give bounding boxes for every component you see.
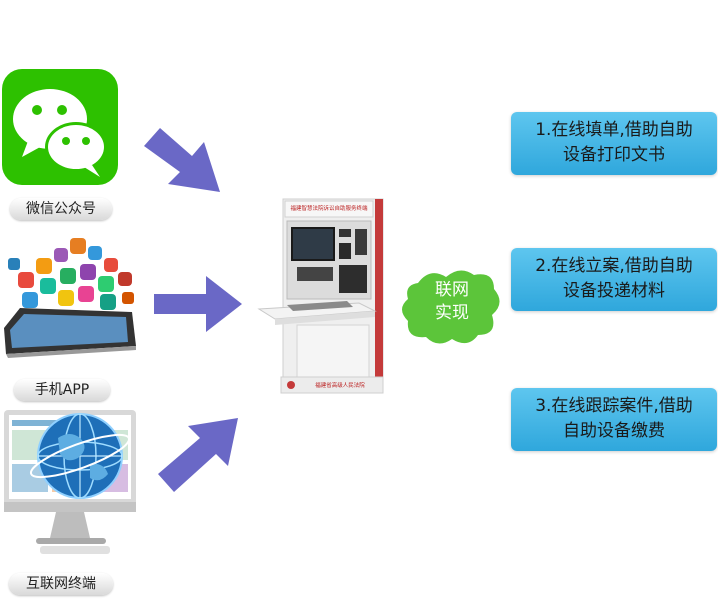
computer-globe-icon (0, 408, 145, 558)
kiosk-header-text: 福建智慧法院诉讼自助服务终端 (290, 206, 368, 212)
result-box-1: 1.在线填单,借助自助 设备打印文书 (511, 112, 717, 175)
result-1-line1: 1.在线填单,借助自助 (535, 120, 693, 140)
network-connector-blob: 联网 实现 (398, 265, 506, 350)
result-3-line2: 自助设备缴费 (563, 421, 665, 441)
mobile-app-label: 手机APP (14, 379, 110, 401)
connector-label-line1: 联网 (435, 280, 469, 300)
tablet-app-icon (0, 228, 140, 368)
arrow-from-terminal (158, 418, 238, 492)
internet-terminal-label: 互联网终端 (9, 573, 113, 595)
connector-label-line2: 实现 (435, 303, 469, 323)
wechat-icon (0, 67, 120, 187)
arrow-from-app (154, 276, 242, 332)
self-service-kiosk: 福建智慧法院诉讼自助服务终端 福建省高级人民法院 (257, 197, 391, 407)
wechat-label: 微信公众号 (10, 198, 112, 220)
result-3-line1: 3.在线跟踪案件,借助 (535, 396, 693, 416)
result-box-3: 3.在线跟踪案件,借助 自助设备缴费 (511, 388, 717, 451)
result-1-line2: 设备打印文书 (563, 145, 665, 165)
arrow-from-wechat (144, 128, 220, 192)
result-2-line2: 设备投递材料 (563, 281, 665, 301)
result-box-2: 2.在线立案,借助自助 设备投递材料 (511, 248, 717, 311)
kiosk-base-text: 福建省高级人民法院 (315, 383, 365, 389)
result-2-line1: 2.在线立案,借助自助 (535, 256, 693, 276)
